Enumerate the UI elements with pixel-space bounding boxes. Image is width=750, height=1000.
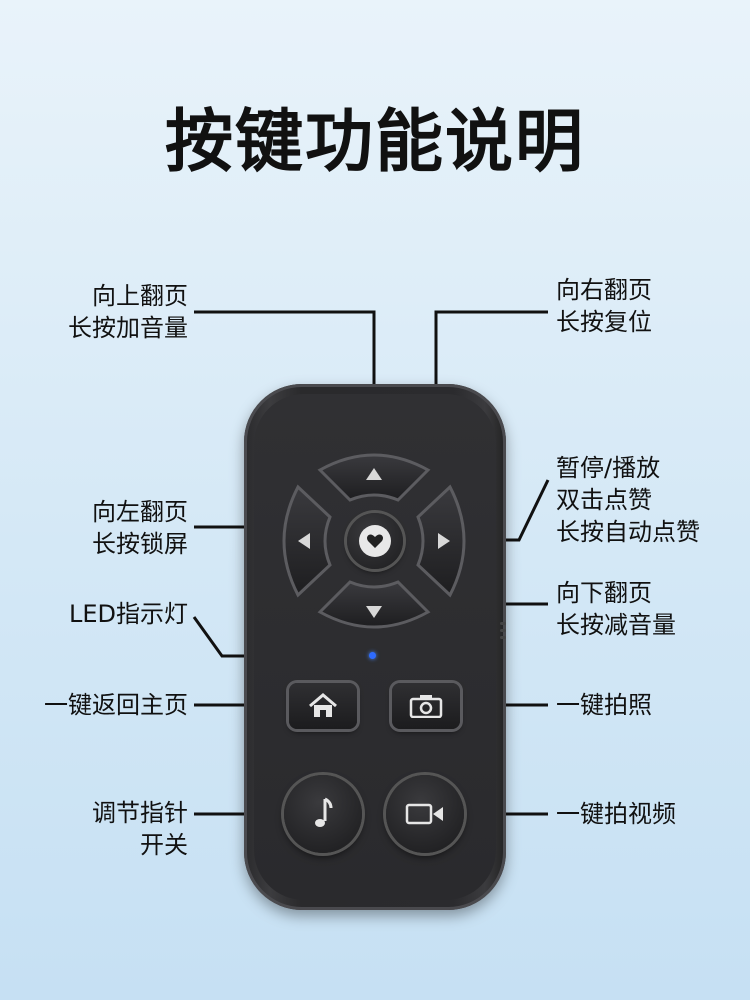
video-camera-icon xyxy=(405,803,443,825)
side-grip xyxy=(500,622,508,652)
heart-icon xyxy=(367,534,383,548)
remote-body xyxy=(244,384,506,910)
label-left: 向左翻页 长按锁屏 xyxy=(92,498,188,558)
label-down: 向下翻页 长按减音量 xyxy=(556,579,676,639)
label-photo: 一键拍照 xyxy=(556,691,652,719)
label-play: 暂停/播放 双击点赞 长按自动点赞 xyxy=(556,454,700,546)
home-button[interactable] xyxy=(289,683,357,729)
led-indicator xyxy=(369,652,376,659)
pointer-toggle-button[interactable] xyxy=(284,775,362,853)
label-pointer: 调节指针 开关 xyxy=(92,799,188,859)
video-button[interactable] xyxy=(386,775,464,853)
music-note-icon xyxy=(315,797,333,827)
label-home: 一键返回主页 xyxy=(44,691,188,719)
play-pause-button[interactable] xyxy=(347,513,403,569)
camera-icon xyxy=(409,695,443,718)
label-video: 一键拍视频 xyxy=(556,800,676,828)
page-title: 按键功能说明 xyxy=(164,103,585,182)
photo-button[interactable] xyxy=(392,683,460,729)
home-icon xyxy=(309,693,337,717)
label-led: LED指示灯 xyxy=(68,600,188,628)
label-up: 向上翻页 长按加音量 xyxy=(68,282,188,342)
label-right: 向右翻页 长按复位 xyxy=(556,276,652,336)
